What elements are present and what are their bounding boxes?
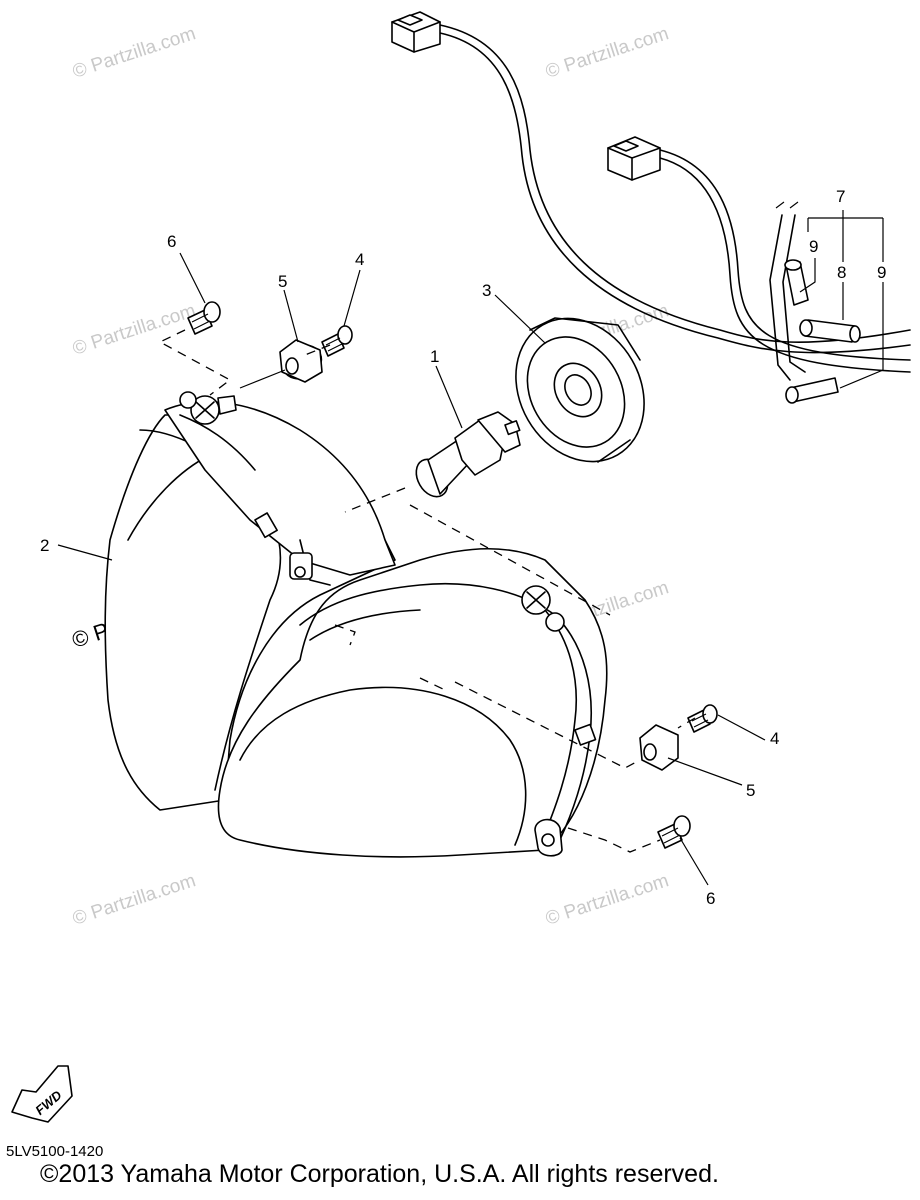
watermark: © Partzilla.com	[543, 870, 671, 930]
callout-9: 9	[877, 263, 886, 282]
headlight-bulb	[415, 411, 521, 498]
connector-upper	[391, 11, 441, 53]
screw-upper	[321, 325, 353, 357]
callout-2: 2	[40, 536, 49, 555]
leader-lines	[57, 210, 884, 886]
assembly-guides	[158, 329, 696, 853]
watermark: © Partzilla.com	[70, 23, 198, 83]
grommet-upper	[279, 339, 323, 383]
watermark: © Partzilla.com	[70, 300, 198, 360]
callout-6: 6	[167, 232, 176, 251]
fwd-arrow-icon: FWD	[11, 1065, 73, 1123]
callout-6: 6	[706, 889, 715, 908]
bolt-upper	[187, 301, 221, 335]
callout-1: 1	[430, 347, 439, 366]
watermark: © Partzilla.com	[543, 23, 671, 83]
clamp-tube-upper	[784, 259, 809, 306]
screw-lower	[687, 704, 718, 733]
headlight-assembly	[104, 391, 608, 858]
wire-harness	[391, 11, 911, 404]
callouts: 1 2 3 4 4 5 5 6 6 7 8 9 9	[40, 187, 886, 908]
callout-5: 5	[278, 272, 287, 291]
callout-8: 8	[837, 263, 846, 282]
copyright-notice: ©2013 Yamaha Motor Corporation, U.S.A. A…	[40, 1160, 719, 1188]
callout-4: 4	[355, 250, 364, 269]
watermark: © Partzilla.com	[70, 870, 198, 930]
clamp-tube-lower	[785, 377, 839, 404]
callout-3: 3	[482, 281, 491, 300]
diagram-code: 5LV5100-1420	[6, 1143, 104, 1160]
bulb-cover	[515, 317, 645, 463]
callout-5: 5	[746, 781, 755, 800]
bolt-lower	[657, 815, 691, 849]
connector-lower	[607, 136, 661, 181]
callout-4: 4	[770, 729, 779, 748]
callout-9: 9	[809, 237, 818, 256]
protector-tube	[799, 319, 861, 343]
callout-7: 7	[836, 187, 845, 206]
grommet-lower	[639, 724, 679, 771]
